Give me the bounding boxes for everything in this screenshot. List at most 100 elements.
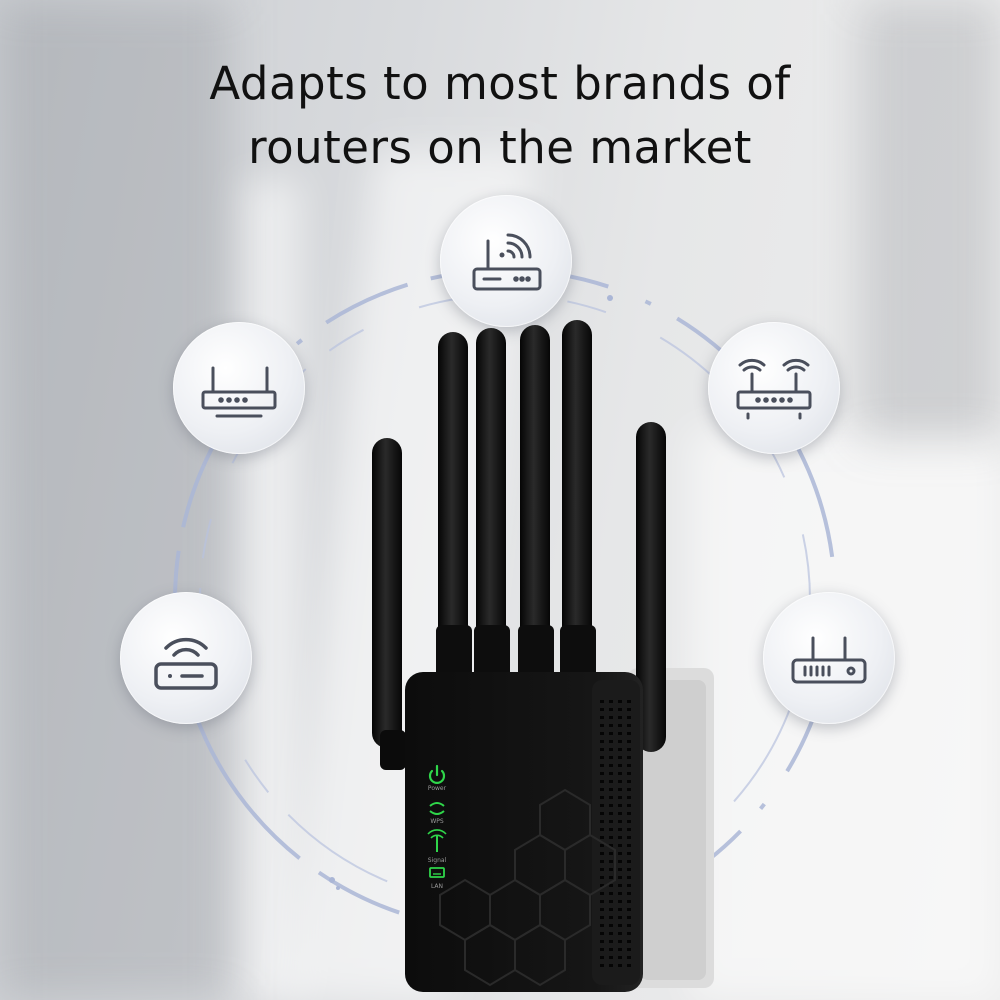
router-dual-antenna-wifi-icon: [708, 322, 840, 454]
vent-hole: [618, 716, 622, 719]
vent-hole: [618, 820, 622, 823]
antenna: [520, 325, 550, 655]
vent-hole: [609, 700, 613, 703]
vent-hole: [627, 764, 631, 767]
vent-hole: [618, 780, 622, 783]
vent-hole: [618, 892, 622, 895]
vent-hole: [609, 836, 613, 839]
vent-hole: [627, 716, 631, 719]
vent-hole: [609, 716, 613, 719]
lan-icon: [429, 867, 445, 878]
led-label-power: Power: [428, 785, 447, 792]
vent-hole: [627, 884, 631, 887]
vent-hole: [600, 788, 604, 791]
vent-hole: [627, 804, 631, 807]
vent-hole: [600, 844, 604, 847]
led-label-signal: Signal: [428, 857, 447, 864]
antenna-hinge: [474, 625, 510, 685]
vent-hole: [600, 924, 604, 927]
router-dual-antenna-wifi-icon: [736, 358, 812, 420]
vent-hole: [618, 788, 622, 791]
vent-hole: [627, 700, 631, 703]
vent-hole: [600, 732, 604, 735]
vent-hole: [600, 964, 604, 967]
vent-hole: [609, 948, 613, 951]
antenna: [636, 422, 666, 752]
vent-hole: [618, 932, 622, 935]
vent-hole: [600, 836, 604, 839]
vent-hole: [618, 708, 622, 711]
vent-hole: [600, 796, 604, 799]
vent-hole: [627, 788, 631, 791]
antenna: [372, 438, 402, 748]
vent-hole: [600, 876, 604, 879]
vent-hole: [618, 964, 622, 967]
vent-hole: [609, 924, 613, 927]
vent-hole: [627, 732, 631, 735]
antenna-hinge: [436, 625, 472, 685]
vent-hole: [609, 908, 613, 911]
vent-hole: [627, 740, 631, 743]
vent-hole: [600, 740, 604, 743]
vent-hole: [609, 844, 613, 847]
antenna-hinge: [380, 730, 406, 770]
vent-hole: [600, 756, 604, 759]
vent-hole: [627, 748, 631, 751]
vent-hole: [618, 876, 622, 879]
modem-wifi-icon: [120, 592, 252, 724]
vent-hole: [609, 940, 613, 943]
extender-side-panel: [592, 680, 640, 985]
vent-hole: [618, 796, 622, 799]
modem-wifi-icon: [154, 637, 218, 690]
vent-hole: [627, 860, 631, 863]
ring-dot: [336, 886, 340, 890]
vent-hole: [627, 932, 631, 935]
vent-hole: [627, 724, 631, 727]
vent-hole: [609, 740, 613, 743]
vent-hole: [618, 924, 622, 927]
window-shadow: [860, 0, 1000, 440]
vent-hole: [609, 788, 613, 791]
vent-hole: [600, 916, 604, 919]
vent-hole: [609, 724, 613, 727]
vent-hole: [600, 948, 604, 951]
antenna: [476, 328, 506, 658]
router-dual-antenna-ports-icon: [791, 636, 867, 684]
vent-hole: [609, 892, 613, 895]
hexagon-pattern: [439, 788, 616, 987]
vent-hole: [618, 852, 622, 855]
vent-hole: [618, 884, 622, 887]
antenna-hinge: [518, 625, 554, 685]
router-single-antenna-icon: [173, 322, 305, 454]
headline: Adapts to most brands of routers on the …: [0, 52, 1000, 180]
router-dual-antenna-ports-icon: [763, 592, 895, 724]
vent-hole: [627, 892, 631, 895]
vent-hole: [600, 828, 604, 831]
vent-hole: [627, 828, 631, 831]
vent-hole: [609, 884, 613, 887]
vent-hole: [609, 796, 613, 799]
router-wifi-signal-icon: [440, 195, 572, 327]
vent-hole: [600, 724, 604, 727]
vent-hole: [618, 916, 622, 919]
vent-hole: [627, 956, 631, 959]
antenna: [562, 320, 592, 655]
vent-hole: [600, 812, 604, 815]
vent-hole: [627, 812, 631, 815]
vent-hole: [627, 876, 631, 879]
vent-hole: [618, 700, 622, 703]
vent-hole: [609, 732, 613, 735]
vent-hole: [627, 772, 631, 775]
vent-hole: [609, 964, 613, 967]
vent-hole: [600, 932, 604, 935]
vent-hole: [609, 876, 613, 879]
vent-hole: [600, 716, 604, 719]
vent-hole: [600, 884, 604, 887]
vent-hole: [609, 956, 613, 959]
power-icon: [428, 764, 446, 784]
led-panel: Power WPS Signal LAN: [427, 764, 447, 890]
vent-hole: [627, 916, 631, 919]
vent-holes: [600, 700, 631, 967]
